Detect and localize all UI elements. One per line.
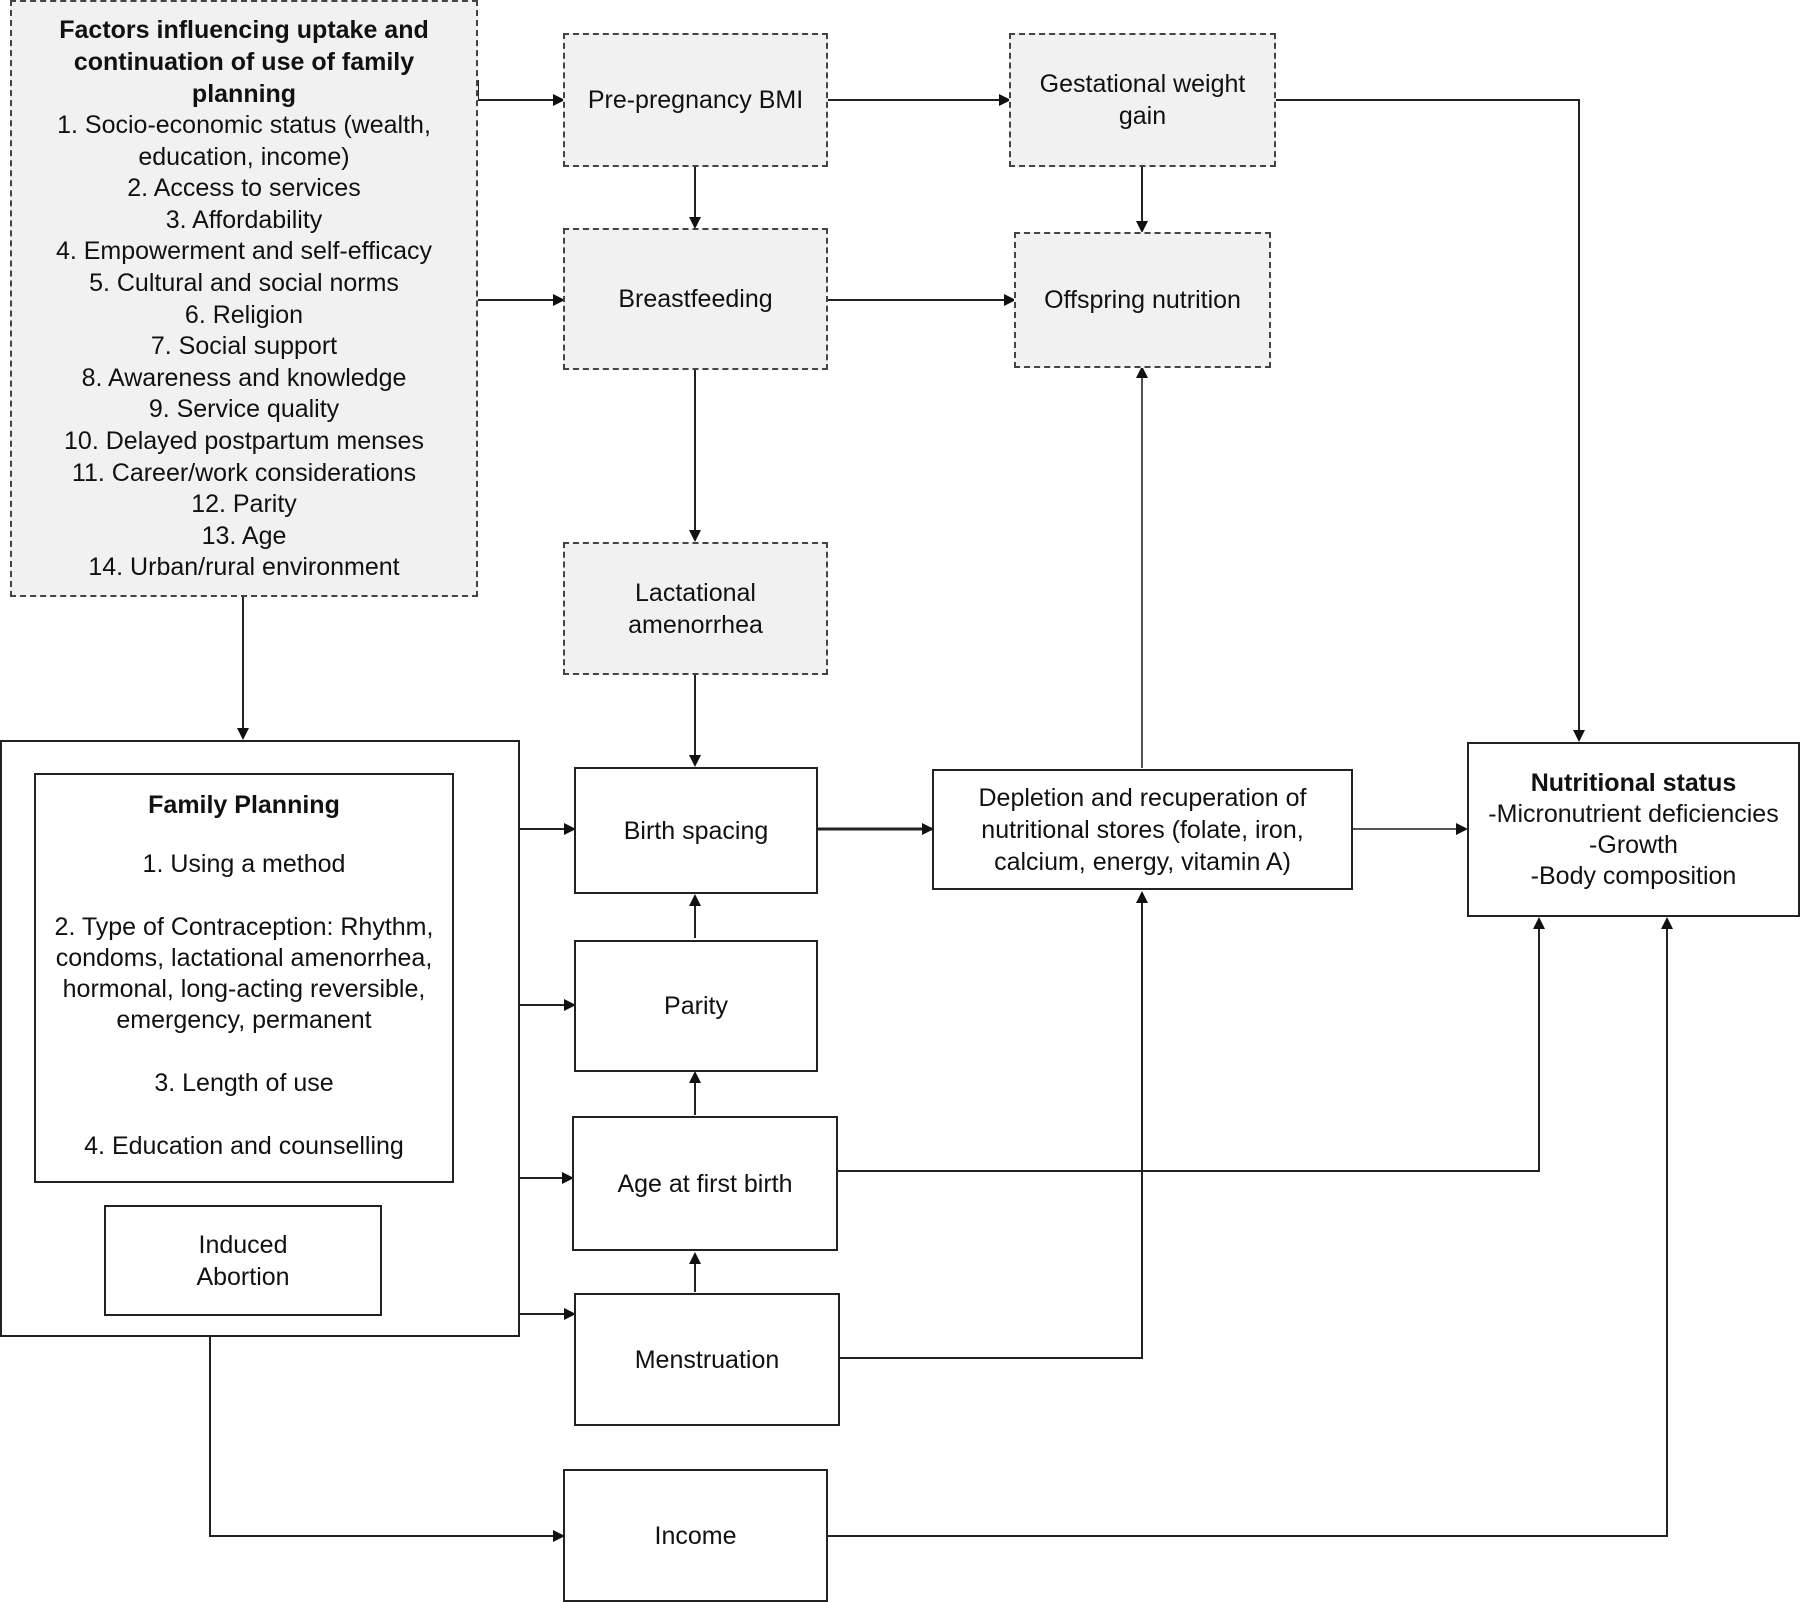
parity-box: Parity xyxy=(574,940,818,1072)
arrow-menstruation-to-depletion xyxy=(840,891,1148,1359)
factor-item: 1. Socio-economic status (wealth, educat… xyxy=(57,111,431,171)
age-at-first-birth-box: Age at first birth xyxy=(572,1116,838,1251)
birth-spacing-box: Birth spacing xyxy=(574,767,818,894)
factor-item: 14. Urban/rural environment xyxy=(88,553,400,582)
family-planning-title: Family Planning xyxy=(148,791,340,819)
arrow-fp-to-income xyxy=(209,1337,565,1542)
arrow-age-to-nutritional-status xyxy=(838,917,1545,1172)
birth-spacing-label: Birth spacing xyxy=(623,816,769,845)
income-box: Income xyxy=(563,1469,828,1602)
nutritional-status-item: -Micronutrient deficiencies xyxy=(1488,800,1779,828)
factors-box: Factors influencing uptake and continuat… xyxy=(10,0,478,597)
factor-item: 13. Age xyxy=(201,521,287,550)
family-planning-item: 2. Type of Contraception: Rhythm, condom… xyxy=(54,913,434,1034)
factor-item: 11. Career/work considerations xyxy=(71,458,417,487)
family-planning-item: 1. Using a method xyxy=(142,850,346,878)
nutritional-status-box: Nutritional status -Micronutrient defici… xyxy=(1467,742,1800,917)
arrow-factors-to-bmi xyxy=(477,80,565,106)
factor-item: 4. Empowerment and self-efficacy xyxy=(55,237,433,266)
gestational-weight-gain-label: Gestational weight gain xyxy=(1039,70,1246,130)
gestational-weight-gain-box: Gestational weight gain xyxy=(1009,33,1276,167)
nutritional-status-list: -Micronutrient deficiencies -Growth -Bod… xyxy=(1488,799,1778,892)
arrow-gwg-to-nutritional-status xyxy=(1276,99,1585,742)
pre-pregnancy-bmi-label: Pre-pregnancy BMI xyxy=(587,86,804,114)
menstruation-label: Menstruation xyxy=(634,1345,780,1374)
depletion-box: Depletion and recuperation of nutritiona… xyxy=(932,769,1353,890)
income-label: Income xyxy=(654,1521,737,1550)
family-planning-item: 3. Length of use xyxy=(154,1069,334,1097)
nutritional-status-title: Nutritional status xyxy=(1530,769,1737,797)
family-planning-box: Family Planning 1. Using a method 2. Typ… xyxy=(34,773,454,1183)
breastfeeding-label: Breastfeeding xyxy=(618,285,773,313)
family-planning-container xyxy=(0,740,520,1337)
induced-abortion-label: Induced Abortion xyxy=(196,1230,290,1291)
factors-title: Factors influencing uptake and continuat… xyxy=(59,16,429,108)
parity-label: Parity xyxy=(664,992,728,1020)
factor-item: 5. Cultural and social norms xyxy=(89,268,399,297)
lactational-amenorrhea-box: Lactational amenorrhea xyxy=(563,542,828,675)
nutritional-status-item: -Body composition xyxy=(1530,862,1737,890)
factor-item: 6. Religion xyxy=(184,300,304,329)
arrow-income-to-nutritional-status xyxy=(828,917,1673,1537)
factor-item: 7. Social support xyxy=(150,332,338,361)
factor-item: 12. Parity xyxy=(191,490,297,519)
pre-pregnancy-bmi-box: Pre-pregnancy BMI xyxy=(563,33,828,167)
breastfeeding-box: Breastfeeding xyxy=(563,228,828,370)
factor-item: 8. Awareness and knowledge xyxy=(81,363,407,392)
menstruation-box: Menstruation xyxy=(574,1293,840,1426)
induced-abortion-box: Induced Abortion xyxy=(104,1205,382,1316)
offspring-nutrition-label: Offspring nutrition xyxy=(1044,286,1241,314)
family-planning-item: 4. Education and counselling xyxy=(84,1132,404,1160)
nutritional-status-item: -Growth xyxy=(1589,831,1678,859)
family-planning-list: 1. Using a method 2. Type of Contracepti… xyxy=(41,821,447,1162)
depletion-label: Depletion and recuperation of nutritiona… xyxy=(978,783,1307,876)
offspring-nutrition-box: Offspring nutrition xyxy=(1014,232,1271,368)
lactational-amenorrhea-label: Lactational amenorrhea xyxy=(628,578,763,639)
factor-item: 10. Delayed postpartum menses xyxy=(64,426,424,455)
factor-item: 9. Service quality xyxy=(148,395,340,424)
factor-item: 2. Access to services xyxy=(127,174,361,203)
factors-list: 1. Socio-economic status (wealth, educat… xyxy=(34,110,454,584)
factor-item: 3. Affordability xyxy=(165,205,323,234)
age-at-first-birth-label: Age at first birth xyxy=(617,1169,793,1198)
